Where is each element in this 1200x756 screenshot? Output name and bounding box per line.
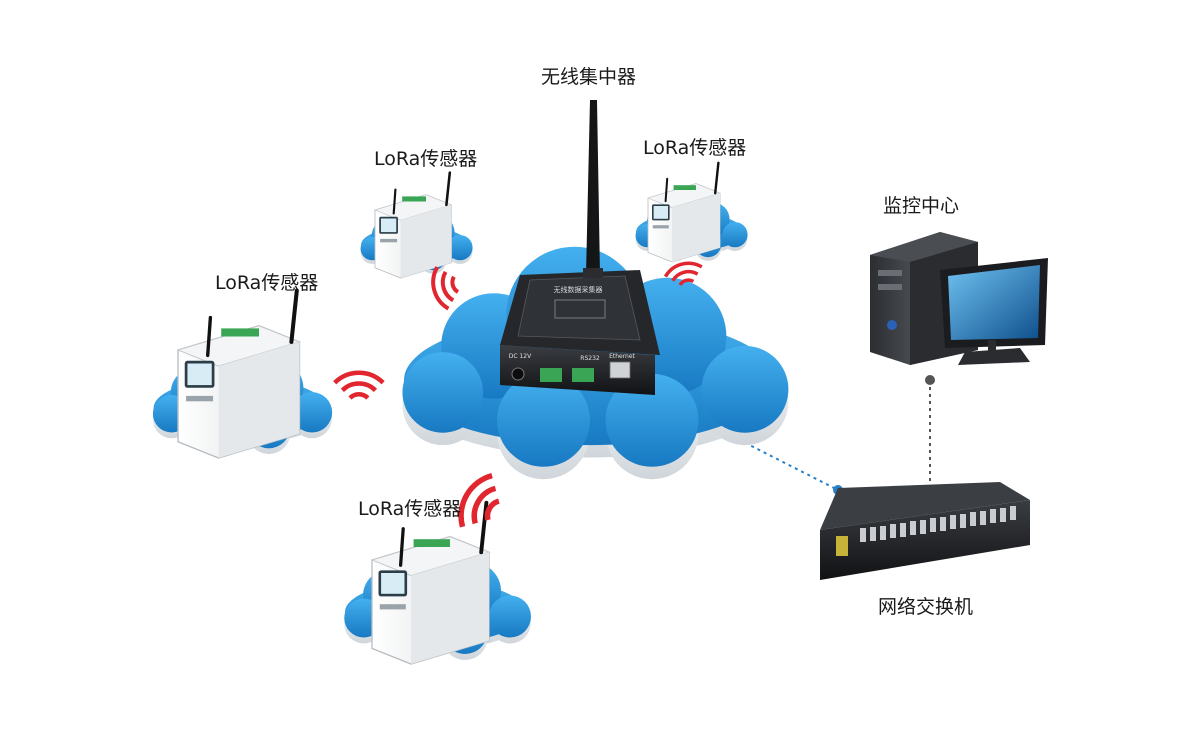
antenna-icon (583, 100, 603, 278)
signal-wave-icon (422, 267, 464, 309)
sensor-icon (370, 500, 491, 666)
sensor-bottom-label: LoRa传感器 (358, 498, 462, 520)
gateway-port-ethernet: Ethernet (609, 353, 635, 360)
computer-icon (870, 232, 1048, 365)
gateway-device: 无线数据采集器 DC 12V RS232 Ethernet (500, 270, 660, 395)
gateway-port-power: DC 12V (509, 353, 532, 360)
link-dot-monitor (925, 375, 935, 385)
sensor-icon (373, 171, 453, 280)
monitor-center-label: 监控中心 (883, 195, 960, 217)
network-switch-label: 网络交换机 (878, 596, 974, 618)
gateway-port-serial: RS232 (580, 355, 600, 362)
gateway-title-text: 无线数据采集器 (554, 285, 603, 294)
switch-icon (820, 482, 1030, 580)
sensor-icon (646, 161, 722, 264)
concentrator-label: 无线集中器 (541, 66, 637, 88)
sensor-top-right-label: LoRa传感器 (643, 137, 747, 159)
signal-wave-icon (335, 359, 383, 407)
sensor-icon (178, 291, 300, 458)
sensor-top-left-label: LoRa传感器 (374, 148, 478, 170)
sensor-left-label: LoRa传感器 (215, 272, 319, 294)
